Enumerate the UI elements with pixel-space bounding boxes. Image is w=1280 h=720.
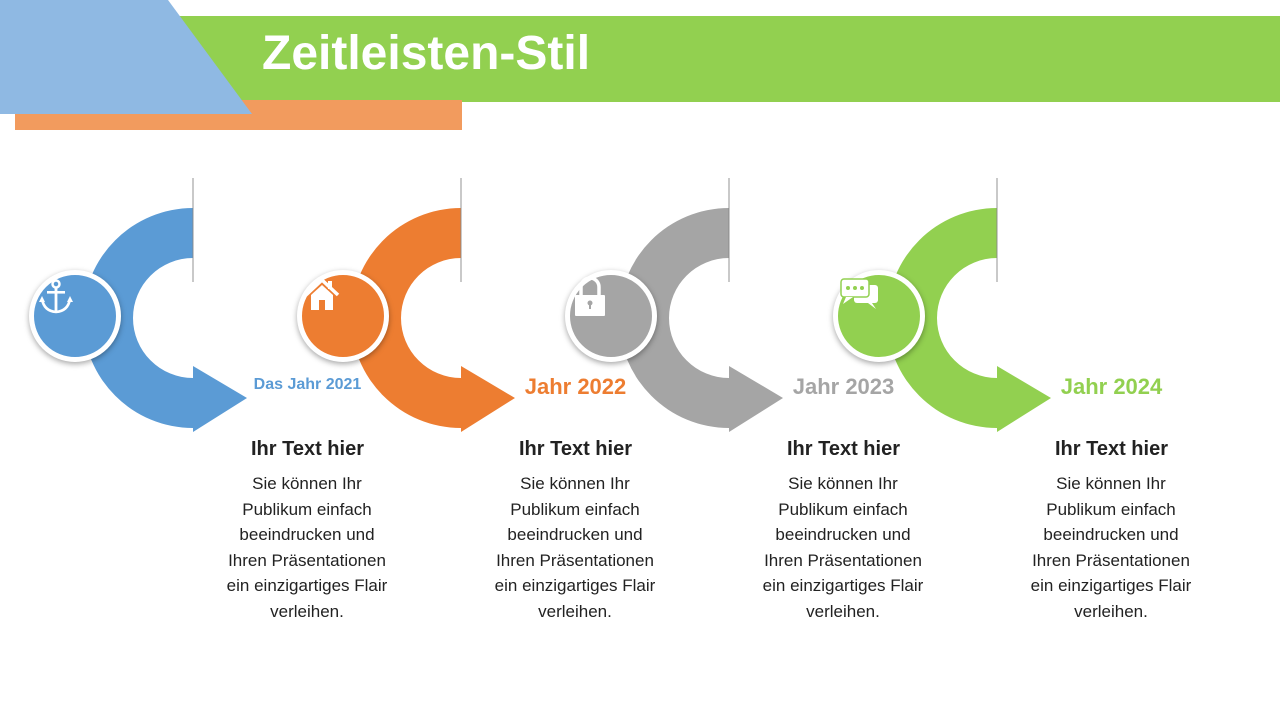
item-body: Sie können Ihr Publikum einfach beeindru… — [494, 474, 656, 621]
curved-arrow — [83, 178, 248, 432]
item-body: Sie können Ihr Publikum einfach beeindru… — [762, 474, 924, 621]
item-body: Sie können Ihr Publikum einfach beeindru… — [1030, 474, 1192, 621]
curved-arrow — [619, 178, 783, 432]
curved-arrow — [351, 178, 515, 432]
item-body: Sie können Ihr Publikum einfach beeindru… — [226, 474, 388, 621]
item-heading: Ihr Text hier — [251, 438, 364, 460]
item-heading: Ihr Text hier — [1055, 438, 1168, 460]
icon-circle — [833, 270, 925, 362]
year-label: Jahr 2024 — [1060, 374, 1163, 399]
page-title: Zeitleisten-Stil — [262, 27, 591, 80]
item-heading: Ihr Text hier — [787, 438, 900, 460]
icon-circle — [297, 270, 389, 362]
icon-circle — [29, 270, 121, 362]
year-label: Das Jahr 2021 — [253, 376, 362, 393]
header-green-band — [170, 16, 1280, 102]
year-label: Jahr 2022 — [524, 374, 627, 399]
year-label: Jahr 2023 — [792, 374, 895, 399]
item-heading: Ihr Text hier — [519, 438, 632, 460]
icon-circle — [565, 270, 657, 362]
curved-arrow — [887, 178, 1051, 432]
